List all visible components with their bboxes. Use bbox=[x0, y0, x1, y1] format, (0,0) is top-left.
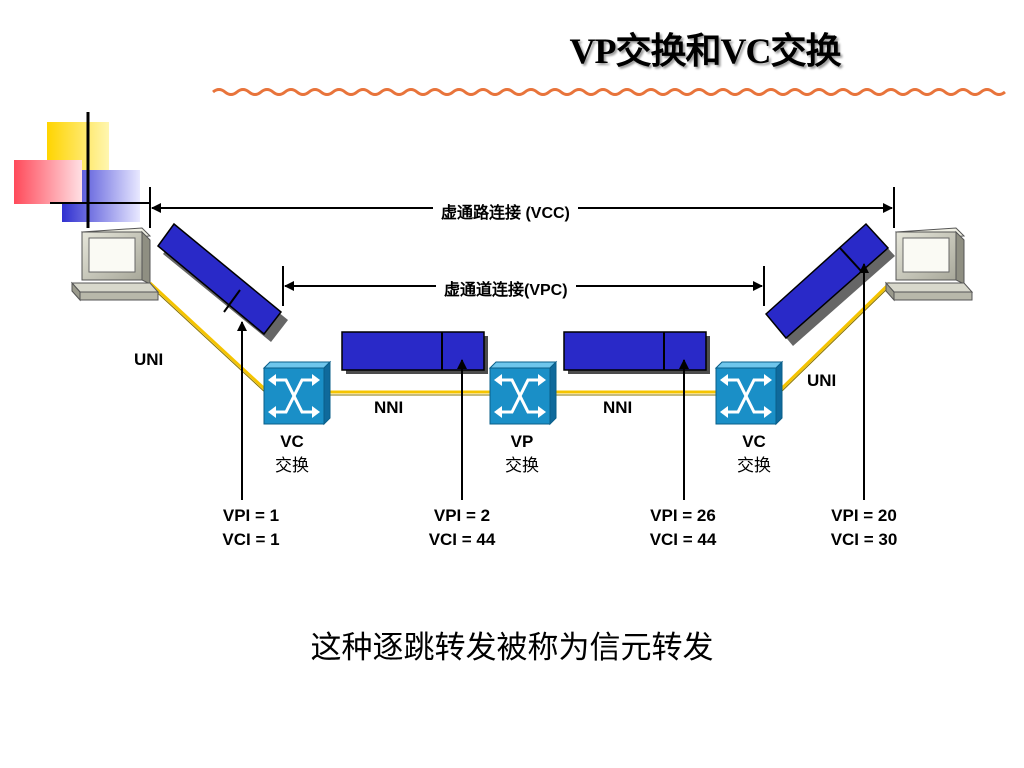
uni-left-label: UNI bbox=[134, 350, 164, 369]
switch-type: VP bbox=[510, 432, 534, 451]
vpi-value: VPI = 20 bbox=[831, 506, 897, 525]
slide-title: VP交换和VC交换 bbox=[569, 31, 842, 71]
vcc-label: 虚通路连接 (VCC) bbox=[433, 199, 578, 223]
links bbox=[148, 281, 892, 394]
switch-caption: 交换 bbox=[737, 456, 771, 475]
switch-caption: 交换 bbox=[505, 456, 539, 475]
computer-icon-right bbox=[884, 227, 974, 302]
identifier-4: VPI = 20 VCI = 30 bbox=[804, 504, 924, 552]
switch-type: VC bbox=[742, 432, 766, 451]
identifier-arrows bbox=[237, 263, 869, 500]
cell-left-tilted bbox=[156, 222, 288, 342]
vpi-value: VPI = 2 bbox=[433, 506, 491, 525]
computer-icon-left bbox=[70, 227, 160, 302]
switch-label-vc-left: VC 交换 bbox=[252, 430, 332, 478]
title-underline bbox=[212, 88, 1006, 96]
footer-caption: 这种逐跳转发被称为信元转发 bbox=[310, 630, 714, 666]
identifier-1: VPI = 1 VCI = 1 bbox=[191, 504, 311, 552]
vpi-value: VPI = 1 bbox=[222, 506, 280, 525]
nni-right-label: NNI bbox=[603, 398, 633, 417]
vci-value: VCI = 44 bbox=[428, 530, 496, 549]
vci-value: VCI = 44 bbox=[649, 530, 717, 549]
identifier-2: VPI = 2 VCI = 44 bbox=[402, 504, 522, 552]
cell-mid-left bbox=[341, 331, 488, 374]
switch-icon-vc-left bbox=[262, 360, 332, 426]
uni-right-label: UNI bbox=[807, 371, 837, 390]
corner-decoration bbox=[14, 112, 150, 228]
identifier-3: VPI = 26 VCI = 44 bbox=[623, 504, 743, 552]
vci-value: VCI = 1 bbox=[222, 530, 280, 549]
switch-type: VC bbox=[280, 432, 304, 451]
switch-icon-vc-right bbox=[714, 360, 784, 426]
vpi-value: VPI = 26 bbox=[650, 506, 716, 525]
cell-right-tilted bbox=[764, 222, 895, 346]
switch-caption: 交换 bbox=[275, 456, 309, 475]
switch-label-vp: VP 交换 bbox=[482, 430, 562, 478]
cell-mid-right bbox=[563, 331, 710, 374]
vci-value: VCI = 30 bbox=[830, 530, 898, 549]
vpc-label: 虚通道连接(VPC) bbox=[436, 276, 576, 300]
nni-left-label: NNI bbox=[374, 398, 404, 417]
switch-label-vc-right: VC 交换 bbox=[714, 430, 794, 478]
switch-icon-vp bbox=[488, 360, 558, 426]
